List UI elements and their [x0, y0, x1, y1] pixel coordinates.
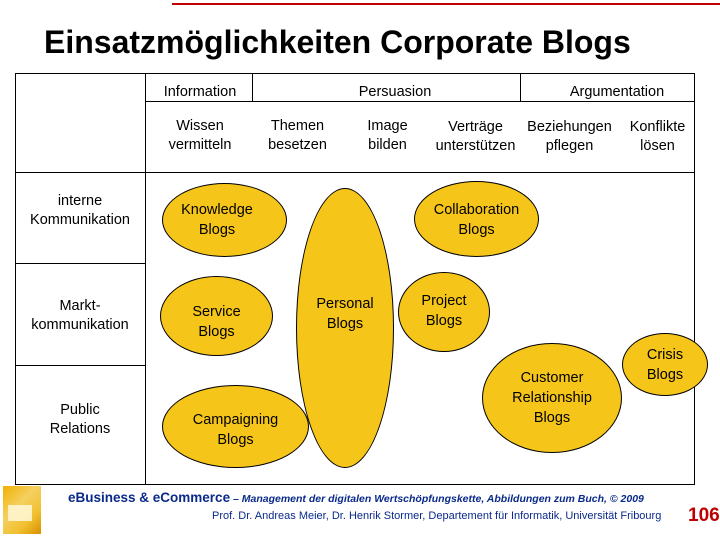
row-divider-2 [15, 365, 145, 366]
column-group-information: Information [163, 84, 237, 100]
footer-line-1: eBusiness & eCommerce – Management der d… [68, 490, 644, 505]
logo-inner-box [8, 505, 32, 521]
ellipse-crisis-blogs [622, 333, 708, 396]
ellipse-service-blogs [160, 276, 273, 356]
ellipse-knowledge-blogs [162, 183, 287, 257]
info-persuasion-divider [252, 73, 253, 101]
ellipse-project-blogs [398, 272, 490, 352]
footer-line-2: Prof. Dr. Andreas Meier, Dr. Henrik Stor… [212, 510, 662, 522]
ellipse-personal-blogs [296, 188, 394, 468]
column-group-argumentation: Argumentation [569, 84, 665, 100]
header-divider-2 [15, 172, 695, 173]
page-number: 106 [688, 505, 720, 526]
ellipse-campaigning-blogs [162, 385, 309, 468]
top-accent-line [172, 3, 720, 5]
column-group-persuasion: Persuasion [358, 84, 432, 100]
page-title: Einsatzmöglichkeiten Corporate Blogs [44, 24, 631, 60]
header-divider-1 [145, 101, 695, 102]
row-divider-1 [15, 263, 145, 264]
row-label-divider [145, 73, 146, 485]
footer-brand: eBusiness & eCommerce [68, 490, 231, 505]
matrix-frame [15, 73, 695, 485]
ellipse-customer-relationship-blogs [482, 343, 622, 453]
persuasion-argumentation-divider [520, 73, 521, 101]
row-marktkommunikation: Markt-kommunikation [31, 298, 129, 333]
ellipse-collaboration-blogs [414, 181, 539, 257]
footer-subtitle: – Management der digitalen Wertschöpfung… [230, 493, 644, 505]
